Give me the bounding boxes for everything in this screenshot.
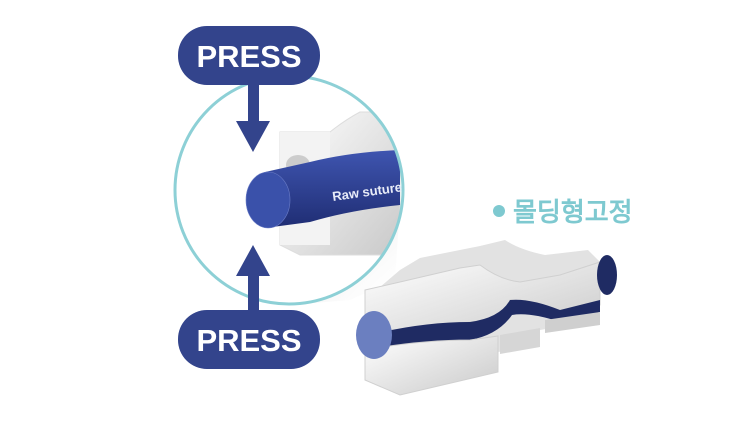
bullet-icon bbox=[493, 204, 505, 217]
arrow-down-icon bbox=[236, 84, 270, 152]
molded-fixture bbox=[356, 240, 617, 396]
press-top-text: PRESS bbox=[196, 39, 301, 74]
caption-text: 몰딩형고정 bbox=[513, 198, 633, 228]
press-top-badge: PRESS bbox=[178, 26, 320, 85]
suture-rod bbox=[265, 150, 400, 228]
caption: 몰딩형고정 bbox=[493, 192, 633, 229]
arrow-up-icon bbox=[236, 245, 270, 312]
press-bottom-text: PRESS bbox=[196, 323, 301, 358]
zoom-projection bbox=[290, 205, 400, 305]
magnified-view: Raw suture bbox=[173, 74, 405, 306]
press-bottom-badge: PRESS bbox=[178, 310, 320, 369]
